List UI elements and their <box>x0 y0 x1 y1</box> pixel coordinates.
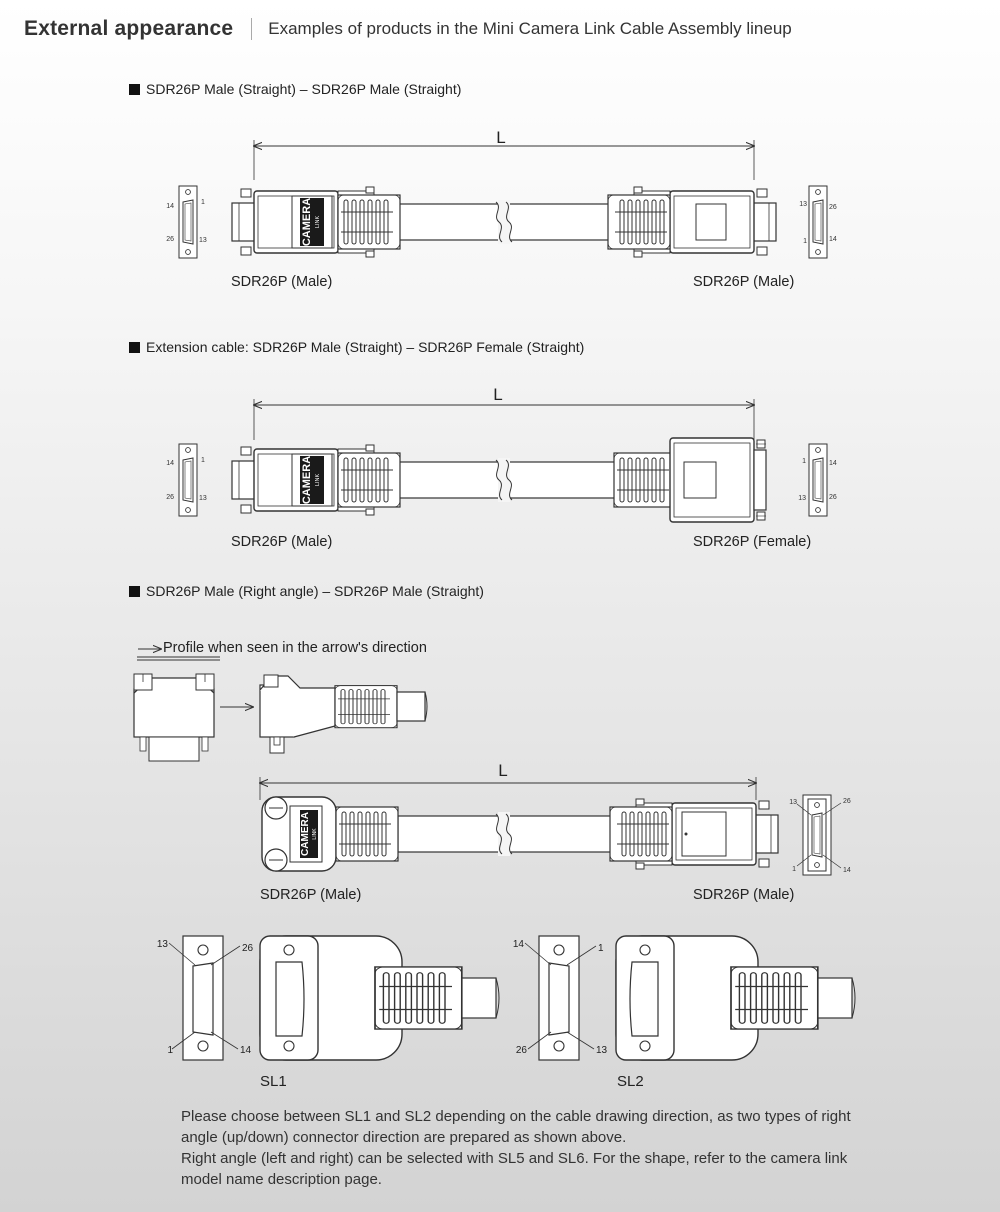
svg-text:1: 1 <box>201 199 205 206</box>
profile-note: Profile when seen in the arrow's directi… <box>163 640 427 656</box>
camera-plug-text: CAMERA <box>301 198 313 246</box>
svg-text:14: 14 <box>843 867 851 874</box>
svg-text:14: 14 <box>166 460 174 467</box>
svg-text:13: 13 <box>596 1045 608 1056</box>
svg-text:26: 26 <box>829 494 837 501</box>
svg-text:14: 14 <box>166 203 174 210</box>
pin-face-left <box>178 185 198 259</box>
svg-text:26: 26 <box>843 798 851 805</box>
sl2-label: SL2 <box>617 1073 644 1090</box>
svg-text:26: 26 <box>166 494 174 501</box>
length-label: L <box>498 761 507 780</box>
footnote-paragraph-2: Right angle (left and right) can be sele… <box>181 1150 848 1188</box>
svg-text:26: 26 <box>829 204 837 211</box>
profile-side-view <box>259 674 428 754</box>
bullet-square-icon <box>129 83 140 95</box>
section-2-right-connector-label: SDR26P (Female) <box>693 534 812 550</box>
section-2-left-connector-label: SDR26P (Male) <box>231 534 333 550</box>
right-angle-connector <box>261 796 399 872</box>
page-header: External appearance Examples of products… <box>24 14 792 44</box>
svg-text:14: 14 <box>829 236 837 243</box>
footnote-paragraph-1: Please choose between SL1 and SL2 depend… <box>181 1108 851 1146</box>
svg-text:26: 26 <box>242 943 254 954</box>
sl2-drawing: 14 1 26 13 <box>513 935 856 1061</box>
section-2-drawing: L CAMERA LINK 14 1 <box>166 385 837 523</box>
header-divider <box>251 18 253 40</box>
section-1-drawing: L CAMERA LINK 14 1 26 13 13 26 1 <box>166 128 837 259</box>
sl1-drawing: 13 26 1 14 <box>157 935 500 1061</box>
length-label: L <box>496 128 505 147</box>
pin-face-left <box>178 443 198 517</box>
length-label: L <box>493 385 502 404</box>
svg-text:1: 1 <box>598 943 604 954</box>
svg-text:13: 13 <box>199 237 207 244</box>
svg-text:14: 14 <box>513 939 525 950</box>
svg-text:1: 1 <box>802 458 806 465</box>
section-3-left-connector-label: SDR26P (Male) <box>260 887 362 903</box>
section-1-title: SDR26P Male (Straight) – SDR26P Male (St… <box>129 81 461 97</box>
pin-face-right <box>796 794 842 876</box>
svg-text:26: 26 <box>166 236 174 243</box>
svg-text:13: 13 <box>798 495 806 502</box>
section-1-right-connector-label: SDR26P (Male) <box>693 274 795 290</box>
sl1-label: SL1 <box>260 1073 287 1090</box>
pin-face-right <box>808 443 828 517</box>
svg-text:LINK: LINK <box>312 828 318 840</box>
svg-text:1: 1 <box>167 1045 173 1056</box>
svg-text:CAMERA: CAMERA <box>301 456 313 504</box>
svg-text:26: 26 <box>516 1045 528 1056</box>
svg-text:13: 13 <box>199 495 207 502</box>
svg-text:LINK: LINK <box>315 474 321 487</box>
profile-front-view <box>133 673 215 762</box>
section-2-title: Extension cable: SDR26P Male (Straight) … <box>129 339 584 355</box>
svg-text:13: 13 <box>157 939 169 950</box>
camera-plug-subtext: LINK <box>315 216 321 229</box>
svg-text:13: 13 <box>789 799 797 806</box>
bullet-square-icon <box>129 585 140 597</box>
pin-face-right <box>808 185 828 259</box>
svg-text:14: 14 <box>240 1045 252 1056</box>
svg-text:1: 1 <box>792 866 796 873</box>
svg-text:CAMERA: CAMERA <box>300 812 311 856</box>
svg-text:13: 13 <box>799 201 807 208</box>
svg-text:1: 1 <box>803 238 807 245</box>
page-title: External appearance <box>24 17 234 40</box>
svg-text:1: 1 <box>201 457 205 464</box>
section-3-title: SDR26P Male (Right angle) – SDR26P Male … <box>129 583 484 599</box>
svg-text:14: 14 <box>829 460 837 467</box>
section-3-right-connector-label: SDR26P (Male) <box>693 887 795 903</box>
bullet-square-icon <box>129 341 140 353</box>
section-1-left-connector-label: SDR26P (Male) <box>231 274 333 290</box>
page-subtitle: Examples of products in the Mini Camera … <box>268 19 792 38</box>
section-3-drawing: L CAMERA LINK <box>133 649 851 876</box>
footnote: Please choose between SL1 and SL2 depend… <box>181 1106 881 1190</box>
